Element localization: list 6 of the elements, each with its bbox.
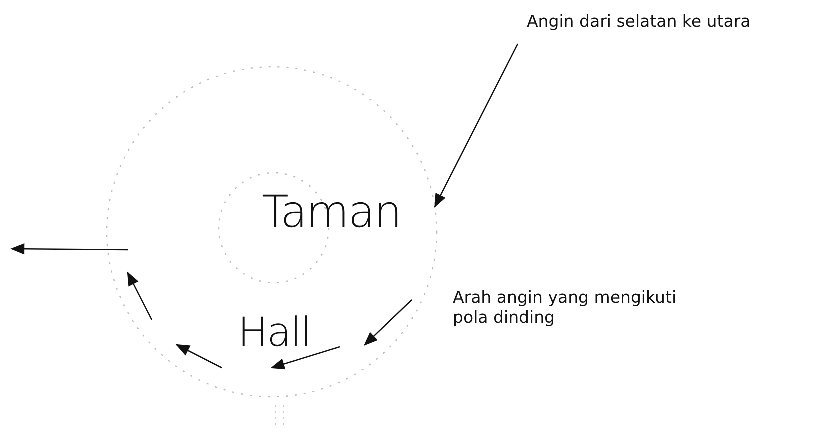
room-label: Hall	[238, 313, 311, 353]
building-outline	[107, 67, 437, 397]
room-label: Taman	[262, 191, 402, 235]
annotation-text: Arah angin yang mengikuti pola dinding	[453, 288, 678, 328]
annotation-text: Angin dari selatan ke utara	[527, 12, 751, 31]
arrow	[434, 44, 519, 208]
